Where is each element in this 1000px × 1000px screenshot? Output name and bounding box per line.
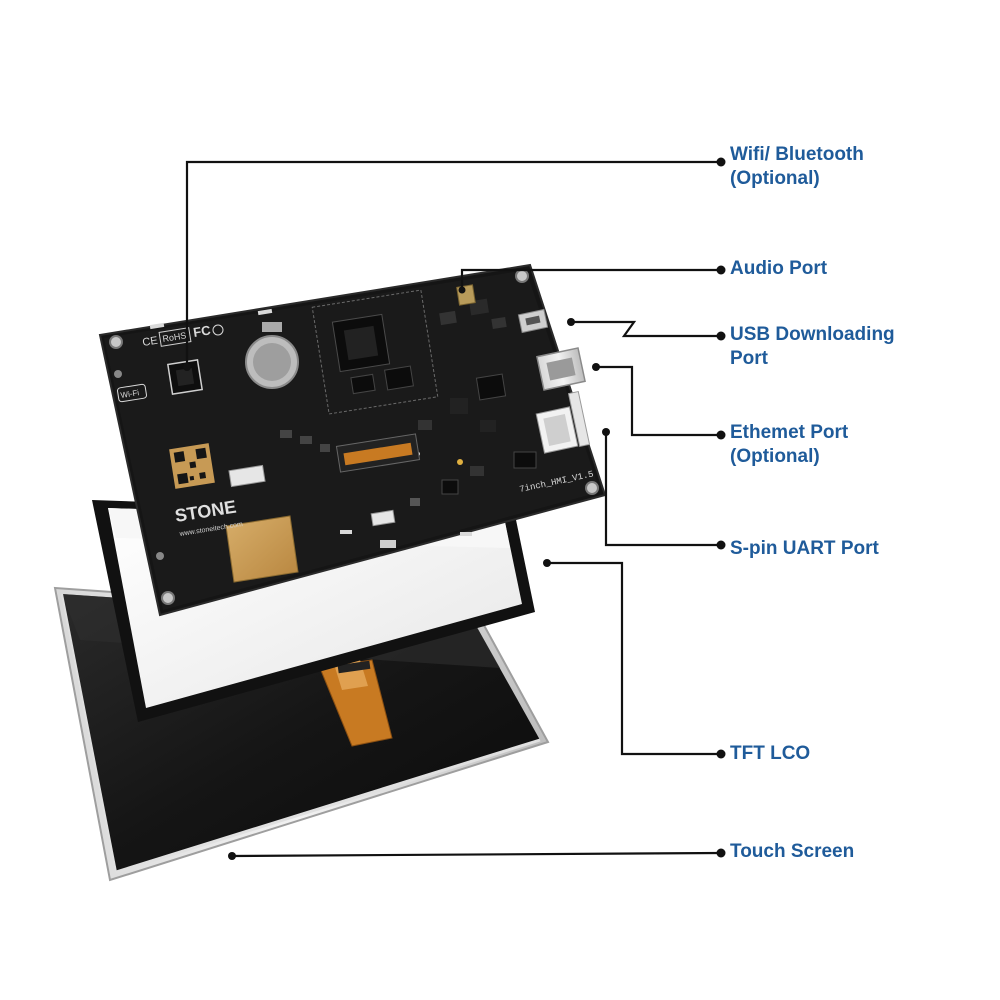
- label-wifi-line1: Wifi/ Bluetooth: [730, 144, 864, 165]
- label-wifi-bluetooth: Wifi/ Bluetooth (Optional): [730, 143, 864, 191]
- leader-lines: [185, 160, 722, 858]
- ce-mark: CE: [142, 335, 159, 349]
- label-uart-port: S-pin UART Port: [730, 537, 879, 561]
- gold-pad: [225, 515, 299, 583]
- label-uart-line1: S-pin UART Port: [730, 538, 879, 559]
- label-ethernet-port: Ethemet Port (Optional): [730, 421, 848, 469]
- label-audio-port: Audio Port: [730, 257, 827, 281]
- label-wifi-line2: (Optional): [730, 168, 820, 189]
- label-ethernet-line1: Ethemet Port: [730, 422, 849, 443]
- rohs-mark: RoHS: [162, 330, 187, 344]
- qr-code-icon: [169, 443, 215, 489]
- label-usb-line1: USB Downloading: [730, 324, 895, 345]
- leader-wifi: [185, 160, 721, 367]
- chip-icon: [166, 358, 204, 396]
- leader-touch: [231, 851, 722, 858]
- coin-cell-icon: [245, 322, 299, 389]
- label-touch-screen: Touch Screen: [730, 840, 854, 864]
- label-touch-line1: Touch Screen: [730, 841, 855, 862]
- wifi-logo: Wi-Fi: [120, 388, 140, 400]
- leader-ethernet: [596, 365, 721, 437]
- leader-uart: [604, 432, 721, 547]
- leader-audio: [460, 268, 721, 290]
- label-audio-line1: Audio Port: [730, 258, 828, 279]
- label-usb-downloading-port: USB Downloading Port: [730, 323, 895, 371]
- leader-usb: [571, 320, 721, 338]
- label-ethernet-line2: (Optional): [730, 446, 820, 467]
- fcc-mark: FC: [192, 322, 212, 340]
- leader-dots: [183, 157, 726, 860]
- label-tft-line1: TFT LCO: [730, 743, 811, 764]
- label-usb-line2: Port: [730, 348, 768, 369]
- leader-tft: [547, 561, 721, 756]
- label-tft-lcd: TFT LCO: [730, 742, 810, 766]
- pcb-board: CE RoHS FC Wi-Fi: [98, 263, 607, 617]
